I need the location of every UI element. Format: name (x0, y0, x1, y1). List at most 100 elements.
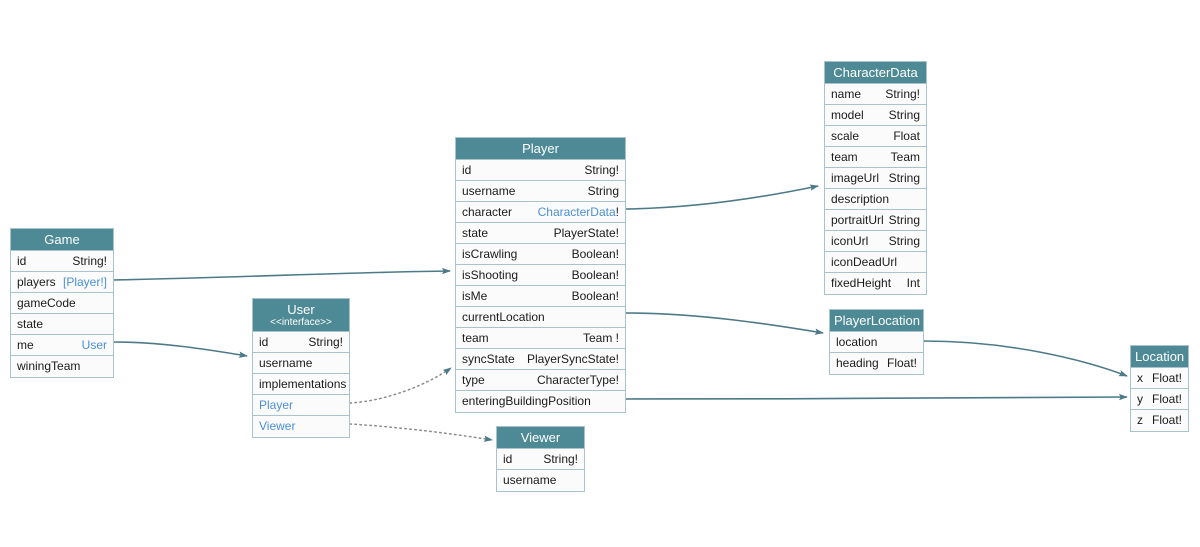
field-name: players (17, 275, 56, 289)
edge-player-currentlocation-to-playerlocation (625, 312, 824, 335)
field-row: character CharacterData! (456, 202, 625, 223)
field-row: winingTeamTeam (11, 356, 113, 377)
field-row: team Team (825, 147, 926, 168)
field-row: id String! (253, 332, 349, 353)
field-name: model (831, 108, 864, 122)
field-name: heading (836, 356, 879, 370)
edge-player-character-to-characterdata (625, 184, 819, 210)
entity-playerlocation-name: PlayerLocation (834, 313, 920, 328)
entity-user[interactable]: User <<interface>> id String! usernameStri… (252, 298, 350, 438)
field-name: state (17, 317, 44, 331)
entity-user-name: User (287, 302, 315, 317)
field-type[interactable]: User (81, 338, 107, 352)
entity-playerlocation[interactable]: PlayerLocation locationLocation! heading F… (829, 309, 924, 375)
implementation-row[interactable]: Viewer (253, 416, 349, 437)
edge-playerlocation-location-to-location (923, 340, 1128, 377)
field-row: gameCodeString! (11, 293, 113, 314)
field-type: Float! (1151, 371, 1182, 385)
field-type: Float! (1151, 392, 1182, 406)
field-name: location (836, 335, 878, 349)
field-name: username (503, 473, 557, 487)
field-type: String! (308, 335, 343, 349)
field-row: locationLocation! (830, 332, 923, 353)
entity-user-stereotype: <<interface>> (270, 317, 332, 328)
field-name: id (17, 254, 27, 268)
field-name: iconUrl (831, 234, 869, 248)
entity-user-implementations-label: implementations (253, 374, 349, 395)
field-type: Int (906, 276, 920, 290)
edge-game-me-to-user (112, 341, 248, 358)
entity-characterdata-title: CharacterData (825, 62, 926, 84)
field-type: CharacterType! (536, 373, 619, 387)
field-name: id (503, 452, 513, 466)
field-name: team (462, 331, 489, 345)
entity-location-name: Location (1135, 349, 1185, 364)
field-row: currentLocationPlayerLocation! (456, 307, 625, 328)
field-type: String! (885, 87, 920, 101)
entity-game-name: Game (44, 232, 80, 247)
field-type: PlayerState! (553, 226, 619, 240)
entity-player-title: Player (456, 138, 625, 160)
field-type: String! (584, 163, 619, 177)
field-row: heading Float! (830, 353, 923, 374)
field-type: String (888, 234, 920, 248)
field-name: isShooting (462, 268, 519, 282)
field-type: Team ! (582, 331, 619, 345)
field-name: type (462, 373, 485, 387)
entity-game[interactable]: Game idString!players[Player!]gameCodeSt… (10, 228, 114, 378)
entity-playerlocation-fields: locationLocation! heading Float! (830, 332, 923, 374)
field-name: character (462, 205, 513, 219)
edge-user-implements-player (349, 367, 452, 404)
field-type[interactable]: CharacterData! (537, 205, 619, 219)
entity-game-title: Game (11, 229, 113, 251)
entity-characterdata-name: CharacterData (833, 65, 918, 80)
field-name: imageUrl (831, 171, 880, 185)
field-name: id (259, 335, 269, 349)
field-type: String (587, 184, 619, 198)
field-type: String! (543, 452, 578, 466)
entity-viewer-name: Viewer (520, 430, 561, 445)
implementation-name: Player (259, 398, 294, 412)
implementation-row[interactable]: Player (253, 395, 349, 416)
field-type: Boolean! (571, 268, 619, 282)
field-type: Team (890, 150, 920, 164)
field-name: gameCode (17, 296, 76, 310)
entity-player-name: Player (522, 141, 559, 156)
field-type: Team (78, 376, 107, 377)
field-row: stateGameState! (11, 314, 113, 335)
field-type: Float! (886, 356, 917, 370)
field-row: type CharacterType! (456, 370, 625, 391)
field-type[interactable]: Location (574, 411, 619, 412)
field-name: winingTeam (17, 359, 81, 373)
field-name: iconDeadUrl (831, 255, 898, 269)
field-name: description (831, 192, 890, 206)
field-type: Float! (1151, 413, 1182, 427)
field-type: String (888, 213, 920, 227)
field-type[interactable]: [Player!] (62, 275, 107, 289)
field-name: isCrawling (462, 247, 518, 261)
field-name: team (831, 150, 858, 164)
field-name: username (259, 356, 313, 370)
